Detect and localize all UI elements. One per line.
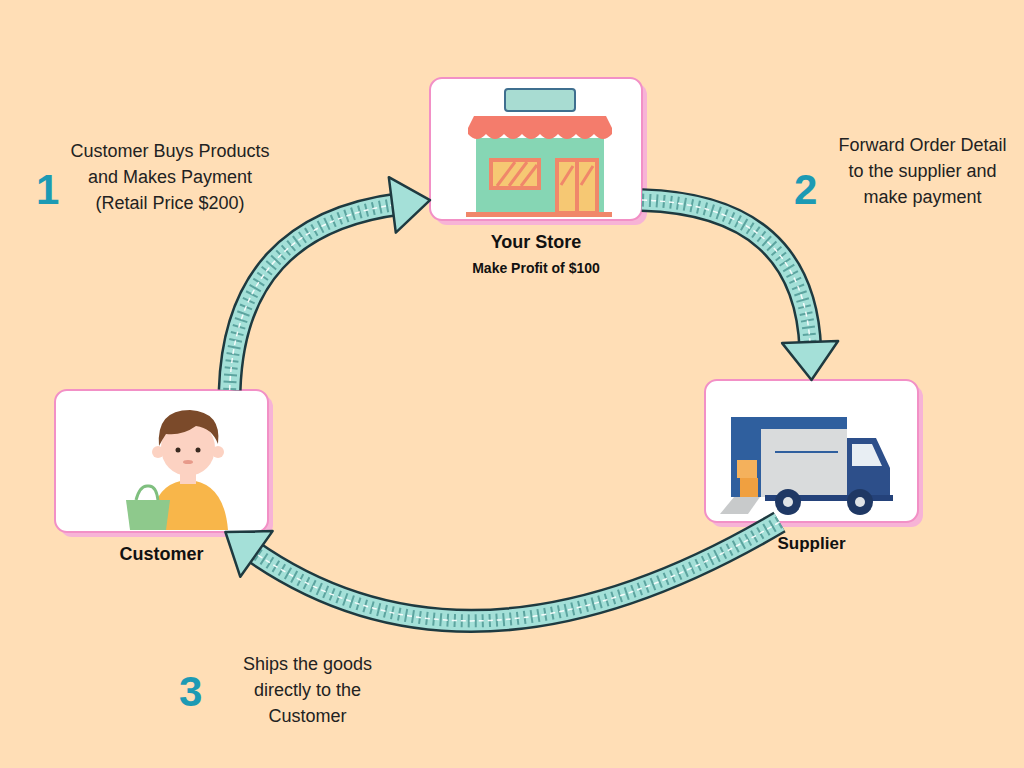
store-card: Your StoreMake Profit of $100	[430, 78, 642, 220]
supplier-card: Supplier	[705, 380, 918, 522]
node-title: Customer	[119, 544, 203, 565]
flow-arrow	[230, 177, 430, 390]
callout-number: 3	[179, 668, 202, 716]
customer-icon	[126, 410, 228, 530]
node-title: Your Store	[491, 232, 582, 253]
callout-number: 2	[794, 166, 817, 214]
store-icon	[466, 89, 612, 217]
node-title: Supplier	[777, 534, 845, 554]
step-description: Forward Order Detail to the supplier and…	[835, 132, 1010, 210]
callout-number: 1	[36, 166, 59, 214]
customer-card: Customer	[55, 390, 268, 532]
flow-arrow	[225, 522, 779, 621]
card-frames	[55, 78, 923, 537]
flow-arrow	[642, 200, 838, 380]
truck-icon	[720, 417, 893, 515]
node-subtitle: Make Profit of $100	[472, 260, 600, 276]
step-description: Ships the goods directly to the Customer	[225, 651, 390, 729]
step-description: Customer Buys Products and Makes Payment…	[70, 138, 270, 216]
